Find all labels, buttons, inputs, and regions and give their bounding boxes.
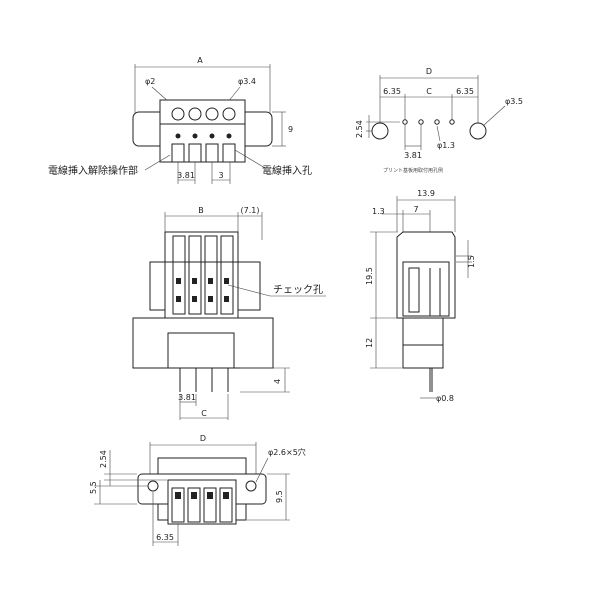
bottom-pin-4 xyxy=(223,492,229,499)
dim-b: B xyxy=(198,206,204,215)
dim-c-front: C xyxy=(201,409,207,418)
pcb-caption: プリント基板用取付用孔例 xyxy=(383,167,443,174)
front-side-right xyxy=(237,261,261,311)
side-release-lever xyxy=(408,267,420,313)
release-lever-4 xyxy=(222,143,236,163)
side-lower-housing xyxy=(402,317,444,369)
wire-hole-3 xyxy=(209,133,215,139)
dim-71: (7.1) xyxy=(241,206,260,215)
bottom-pin-3 xyxy=(207,492,213,499)
dim-phi2: φ2 xyxy=(145,77,155,86)
release-hole-3 xyxy=(205,107,219,121)
check-hole-2 xyxy=(192,278,197,284)
dim-d-bottom: D xyxy=(200,434,206,443)
check-hole-4 xyxy=(224,278,229,284)
pcb-pattern-view: D 6.35 C 6.35 φ3.5 2.54 3.81 φ1.3 プリント基板… xyxy=(355,67,523,174)
dim-phi08: φ0.8 xyxy=(436,394,454,403)
dim-254-bottom: 2.54 xyxy=(99,450,108,468)
wire-hole-1 xyxy=(175,133,181,139)
bottom-pin-2 xyxy=(191,492,197,499)
wire-port-4 xyxy=(224,296,229,302)
wire-port-2 xyxy=(192,296,197,302)
label-release-part: 電線挿入解除操作部 xyxy=(48,164,138,177)
dim-d-pcb: D xyxy=(426,67,432,76)
dim-phi13: φ1.3 xyxy=(437,141,455,150)
front-header-window xyxy=(167,332,235,369)
pcb-mount-hole-left xyxy=(371,122,389,140)
dim-254-pcb: 2.54 xyxy=(355,120,364,138)
front-column-2 xyxy=(188,235,202,315)
dim-phi34: φ3.4 xyxy=(238,77,256,86)
front-column-4 xyxy=(220,235,234,315)
dim-7: 7 xyxy=(413,205,418,214)
dim-phi35: φ3.5 xyxy=(505,97,523,106)
pcb-pin-hole-2 xyxy=(418,119,424,125)
dim-635-bottom: 6.35 xyxy=(156,533,174,542)
label-check-hole: チェック孔 xyxy=(273,284,323,296)
dim-55: 5.5 xyxy=(89,481,98,494)
check-hole-3 xyxy=(208,278,213,284)
front-view: B (7.1) チェック孔 xyxy=(132,206,326,420)
top-view: A φ2 φ3.4 9 xyxy=(48,56,312,184)
pcb-pin-hole-4 xyxy=(449,119,455,125)
release-hole-1 xyxy=(171,107,185,121)
dim-15: 1.5 xyxy=(467,255,476,268)
dim-c-pcb: C xyxy=(426,87,432,96)
dim-95: 9.5 xyxy=(275,490,284,503)
dim-w3: 3 xyxy=(218,171,223,180)
dim-635-left: 6.35 xyxy=(383,87,401,96)
pcb-mount-hole-right xyxy=(469,122,487,140)
dim-381-front: 3.81 xyxy=(178,393,196,402)
side-view: 13.9 1.3 7 19.5 12 1.5 φ0.8 xyxy=(365,189,476,403)
release-lever-3 xyxy=(205,143,219,163)
dim-h4: 4 xyxy=(273,379,282,384)
dim-381-pcb: 3.81 xyxy=(404,151,422,160)
dim-p381-a: 3.81 xyxy=(177,171,195,180)
label-insert-hole: 電線挿入孔 xyxy=(262,164,312,177)
release-hole-2 xyxy=(188,107,202,121)
bottom-pin-1 xyxy=(175,492,181,499)
dim-a: A xyxy=(197,56,203,65)
release-hole-4 xyxy=(222,107,236,121)
release-lever-2 xyxy=(188,143,202,163)
dim-h9: 9 xyxy=(288,125,293,134)
bottom-mount-hole-right xyxy=(245,480,257,492)
dim-12: 12 xyxy=(365,338,374,348)
front-side-left xyxy=(149,261,166,311)
dim-195: 19.5 xyxy=(365,267,374,285)
wire-hole-4 xyxy=(226,133,232,139)
wire-hole-2 xyxy=(192,133,198,139)
check-hole-1 xyxy=(176,278,181,284)
dim-hole: φ2.6×5穴 xyxy=(268,447,306,457)
release-lever-1 xyxy=(171,143,185,163)
wire-port-3 xyxy=(208,296,213,302)
dim-13: 1.3 xyxy=(372,207,385,216)
bottom-view: D φ2.6×5穴 2.54 5.5 9.5 xyxy=(89,434,306,546)
front-column-3 xyxy=(204,235,218,315)
dim-635-right: 6.35 xyxy=(456,87,474,96)
wire-port-1 xyxy=(176,296,181,302)
front-column-1 xyxy=(172,235,186,315)
pcb-pin-hole-3 xyxy=(434,119,440,125)
dim-139: 13.9 xyxy=(417,189,435,198)
bottom-mount-hole-left xyxy=(147,480,159,492)
pcb-pin-hole-1 xyxy=(402,119,408,125)
